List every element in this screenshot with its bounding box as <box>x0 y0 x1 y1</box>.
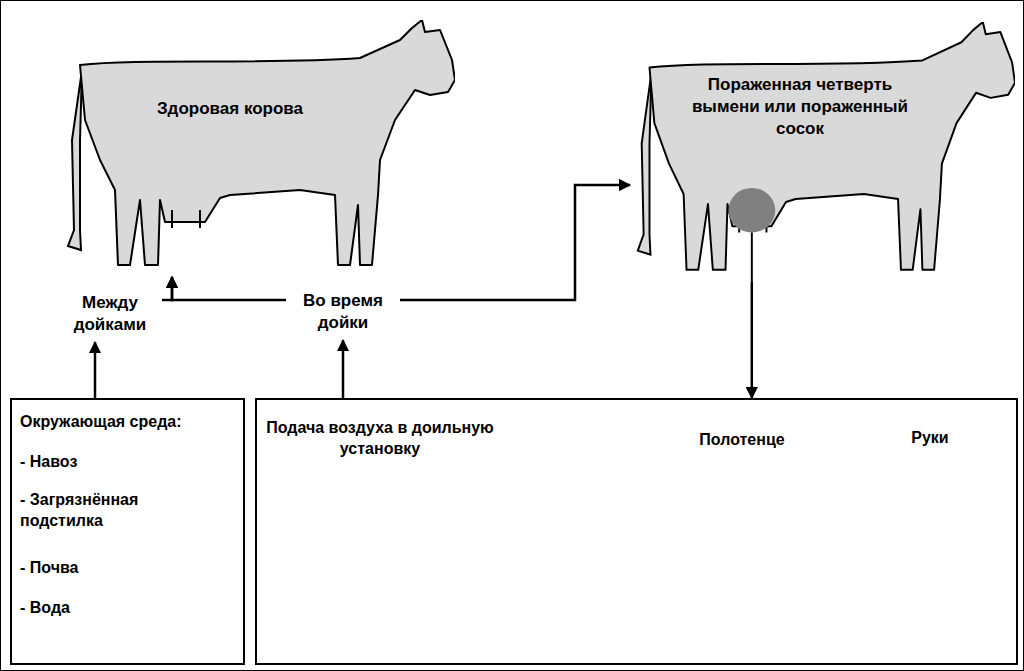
cow-tail <box>638 73 652 255</box>
cow-silhouette <box>630 22 1015 282</box>
stage-text: Во время дойки <box>290 290 396 334</box>
stage-text: Между дойками <box>62 292 158 336</box>
node-text: - Вода <box>20 598 235 619</box>
stage-label: Между дойками <box>58 290 162 342</box>
flow-arrow <box>172 277 286 300</box>
node-text: - Почва <box>20 558 235 579</box>
stage-label: Во время дойки <box>286 288 400 340</box>
node-text: - Загрязнённая подстилка <box>20 490 200 532</box>
flow-arrow <box>751 282 754 398</box>
cow-udder <box>172 210 200 228</box>
healthy-cow: Здоровая корова <box>60 20 455 277</box>
cow-body <box>649 22 1015 270</box>
node-text: Руки <box>880 428 980 449</box>
node-text: Полотенце <box>642 430 842 451</box>
node-text: Пораженная четверть вымени или пораженны… <box>678 74 922 140</box>
flow-arrow <box>400 185 630 300</box>
affected-quarter <box>728 188 775 233</box>
source-box: Подача воздуха в доильную установку Полот… <box>255 398 1018 665</box>
cow-tail <box>68 70 82 250</box>
node-text: Подача воздуха в доильную установку <box>263 418 497 460</box>
source-box: Окружающая среда: - Навоз - Загрязнённая п… <box>10 398 245 665</box>
cow-silhouette <box>60 20 455 277</box>
node-text: - Навоз <box>20 452 235 473</box>
node-text: Здоровая корова <box>130 98 330 120</box>
flow-arrow <box>162 277 172 300</box>
flow-arrow <box>94 342 97 398</box>
udder-leader <box>751 232 753 282</box>
cow-body <box>80 20 455 265</box>
flow-arrow <box>342 340 345 398</box>
affected-cow: Пораженная четверть вымени или пораженны… <box>630 22 1015 282</box>
node-text: Окружающая среда: <box>20 412 235 433</box>
